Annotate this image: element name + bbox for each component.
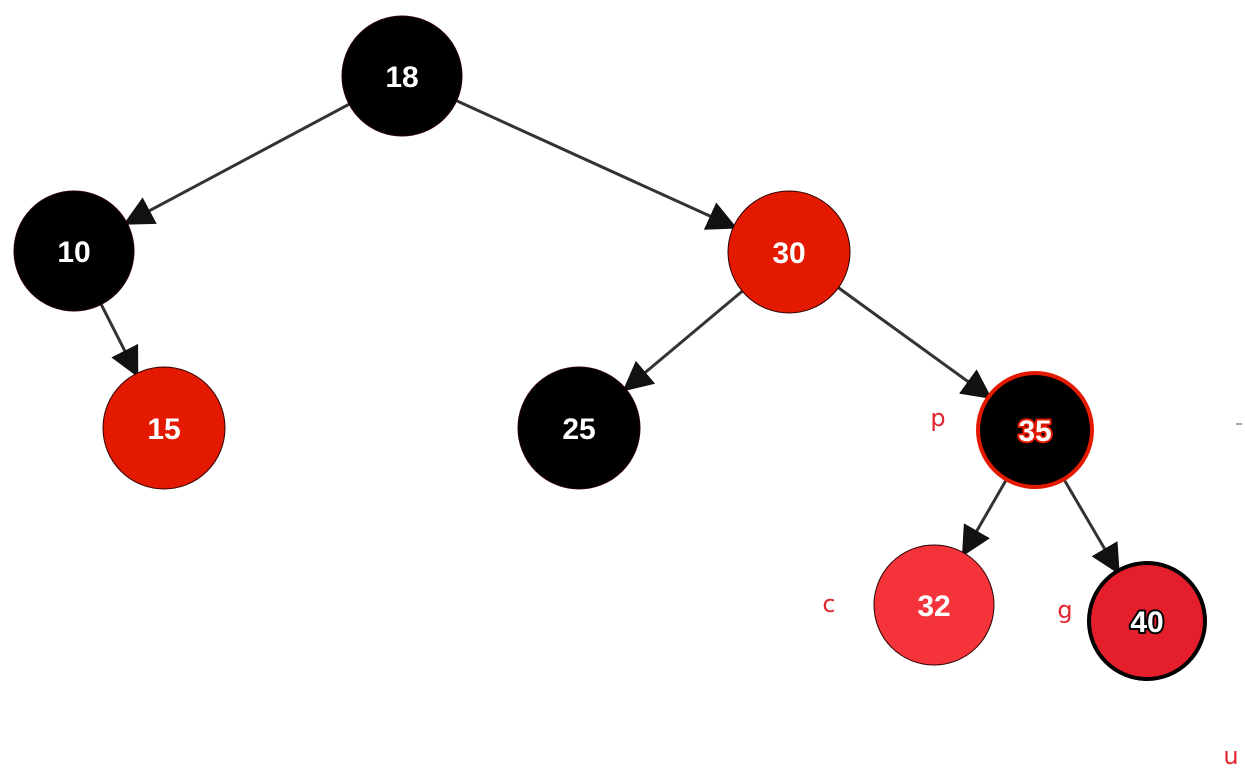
node-circle-25 — [517, 366, 641, 490]
node-value-18: 18 — [385, 61, 418, 94]
node-value-30: 30 — [772, 237, 805, 270]
node-value-40: 40 — [1130, 606, 1163, 639]
tree-node-18: 18 — [341, 15, 463, 137]
tree-node-35: 35 — [976, 371, 1094, 489]
tree-node-32: 32 — [873, 544, 995, 666]
annotation-g: g — [1057, 596, 1072, 624]
edge-18-to-30 — [454, 98, 738, 230]
edges-layer — [99, 98, 1120, 575]
edge-10-to-15 — [99, 302, 139, 378]
tree-node-10: 10 — [13, 190, 135, 312]
node-value-32: 32 — [917, 590, 950, 623]
node-circle-35 — [976, 371, 1094, 489]
node-value-35: 35 — [1018, 415, 1051, 448]
edge-30-to-25 — [622, 289, 745, 392]
node-circle-30 — [727, 190, 851, 314]
node-circle-15 — [102, 366, 226, 490]
node-value-10: 10 — [57, 236, 90, 269]
edge-18-to-10 — [123, 102, 351, 225]
tree-node-25: 25 — [517, 366, 641, 490]
node-circle-32 — [873, 544, 995, 666]
annotation-p: p — [930, 404, 945, 432]
node-circle-18 — [341, 15, 463, 137]
edge-35-to-40 — [1062, 477, 1120, 575]
tree-node-15: 15 — [102, 366, 226, 490]
edge-30-to-35 — [836, 285, 993, 400]
tree-node-30: 30 — [727, 190, 851, 314]
node-value-25: 25 — [562, 413, 595, 446]
annotations-layer: p c g u — [822, 404, 1238, 770]
annotation-c: c — [822, 590, 835, 618]
node-value-15: 15 — [147, 413, 180, 446]
node-circle-10 — [13, 190, 135, 312]
nodes-layer: 18 10 30 15 25 35 32 40 — [13, 15, 1207, 681]
tree-node-40: 40 — [1087, 561, 1207, 681]
edge-35-to-32 — [961, 477, 1009, 557]
node-circle-40 — [1087, 561, 1207, 681]
annotation-u: u — [1223, 742, 1238, 770]
